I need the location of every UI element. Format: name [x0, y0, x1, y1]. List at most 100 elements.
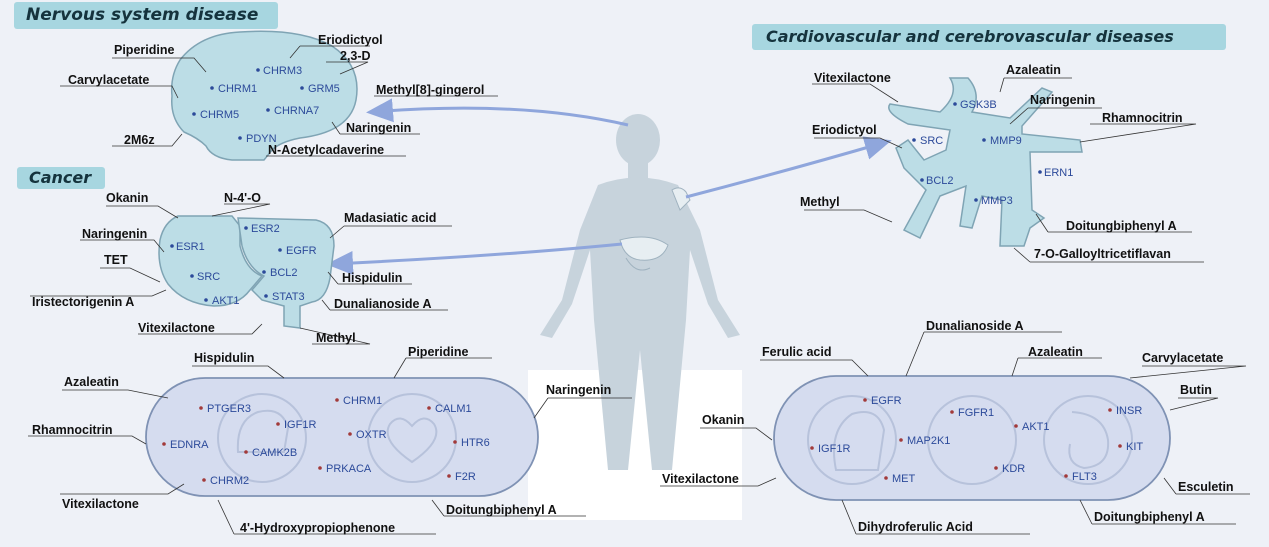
compound-label: Vitexilactone	[62, 497, 139, 511]
compound-label: Eriodictyol	[318, 33, 383, 47]
compound-label: Piperidine	[114, 43, 174, 57]
compound-label: Naringenin	[1030, 93, 1095, 107]
gene-label: PDYN	[246, 133, 277, 145]
gene-label: SRC	[197, 271, 220, 283]
compound-label: Naringenin	[82, 227, 147, 241]
compound-label: 2M6z	[124, 133, 155, 147]
brain-compound-labels: Piperidine Eriodictyol 2,3-D Carvylaceta…	[68, 33, 484, 157]
gene-label: EDNRA	[170, 439, 209, 451]
gene-label: IGF1R	[284, 419, 316, 431]
gene-label: GRM5	[308, 83, 340, 95]
right-capsule-genes: EGFR FGFR1 INSR AKT1 IGF1R MAP2K1 KIT KD…	[810, 395, 1143, 485]
compound-label: 4'-Hydroxypropiophenone	[240, 521, 395, 535]
compound-label: Naringenin	[346, 121, 411, 135]
compound-label: Methyl[8]-gingerol	[376, 83, 484, 97]
compound-label: Okanin	[702, 413, 744, 427]
cancer-compound-labels: Okanin N-4'-O Madasiatic acid Naringenin…	[32, 191, 436, 345]
cancer-compounds	[30, 203, 452, 345]
compound-label: Esculetin	[1178, 480, 1234, 494]
gene-label: ESR1	[176, 241, 205, 253]
compound-label: Ferulic acid	[762, 345, 831, 359]
gene-label: CHRM5	[200, 109, 239, 121]
heart-compounds	[804, 77, 1204, 263]
right-capsule-compounds	[660, 331, 1250, 535]
gene-label: KDR	[1002, 463, 1025, 475]
brain-panel	[170, 30, 358, 161]
heart-genes: GSK3B SRC MMP9 ERN1 BCL2 MMP3	[912, 99, 1073, 207]
gene-label: ESR2	[251, 223, 280, 235]
compound-label: Rhamnocitrin	[1102, 111, 1183, 125]
gene-label: CAMK2B	[252, 447, 297, 459]
compound-label: 7-O-Galloyltricetiflavan	[1034, 247, 1171, 261]
gene-label: CHRM1	[343, 395, 382, 407]
compound-label: Doitungbiphenyl A	[1066, 219, 1177, 233]
compound-label: Iristectorigenin A	[32, 295, 134, 309]
gene-label: GSK3B	[960, 99, 997, 111]
title-cancer: Cancer	[17, 167, 105, 189]
compound-label: Piperidine	[408, 345, 468, 359]
gene-label: MMP3	[981, 195, 1013, 207]
gene-label: CALM1	[435, 403, 472, 415]
gene-label: PRKACA	[326, 463, 372, 475]
gene-label: FLT3	[1072, 471, 1097, 483]
compound-label: Rhamnocitrin	[32, 423, 113, 437]
compound-label: Butin	[1180, 383, 1212, 397]
left-capsule-panel	[145, 377, 539, 497]
brain-compounds	[60, 45, 498, 157]
arrow-to-brain	[366, 98, 629, 127]
left-capsule-genes: PTGER3 CHRM1 CALM1 IGF1R OXTR EDNRA HTR6…	[162, 395, 490, 487]
gene-label: MMP9	[990, 135, 1022, 147]
gene-label: KIT	[1126, 441, 1143, 453]
gene-label: CHRM1	[218, 83, 257, 95]
gene-label: SRC	[920, 135, 943, 147]
cancer-panel	[158, 215, 335, 329]
compound-label: Okanin	[106, 191, 148, 205]
gene-label: AKT1	[212, 295, 240, 307]
heart-compound-labels: Vitexilactone Azaleatin Naringenin Rhamn…	[800, 63, 1183, 261]
gene-label: MAP2K1	[907, 435, 950, 447]
compound-label: Vitexilactone	[662, 472, 739, 486]
gene-label: FGFR1	[958, 407, 994, 419]
gene-label: BCL2	[926, 175, 954, 187]
compound-label: N-Acetylcadaverine	[268, 143, 384, 157]
right-capsule-panel	[773, 375, 1171, 501]
compound-label: Vitexilactone	[138, 321, 215, 335]
gene-label: EGFR	[871, 395, 902, 407]
compound-label: Methyl	[316, 331, 356, 345]
compound-label: Hispidulin	[194, 351, 254, 365]
compound-label: Carvylacetate	[1142, 351, 1223, 365]
gene-label: EGFR	[286, 245, 317, 257]
gene-label: HTR6	[461, 437, 490, 449]
compound-label: Eriodictyol	[812, 123, 877, 137]
compound-label: Azaleatin	[1028, 345, 1083, 359]
left-capsule-compound-labels: Hispidulin Piperidine Azaleatin Naringen…	[32, 345, 611, 535]
compound-label: Vitexilactone	[814, 71, 891, 85]
gene-label: CHRM2	[210, 475, 249, 487]
gene-label: PTGER3	[207, 403, 251, 415]
compound-label: 2,3-D	[340, 49, 371, 63]
compound-label: Dunalianoside A	[334, 297, 431, 311]
compound-label: Azaleatin	[1006, 63, 1061, 77]
cancer-genes: ESR2 ESR1 EGFR SRC BCL2 AKT1 STAT3	[170, 223, 317, 307]
compound-label: Azaleatin	[64, 375, 119, 389]
left-capsule-compounds	[28, 357, 632, 535]
title-cardio: Cardiovascular and cerebrovascular disea…	[752, 24, 1226, 50]
compound-label: Doitungbiphenyl A	[1094, 510, 1205, 524]
compound-label: TET	[104, 253, 128, 267]
heart-vessel-panel	[888, 77, 1083, 247]
compound-label: Madasiatic acid	[344, 211, 436, 225]
compound-label: Hispidulin	[342, 271, 402, 285]
gene-label: F2R	[455, 471, 476, 483]
gene-label: INSR	[1116, 405, 1142, 417]
gene-label: IGF1R	[818, 443, 850, 455]
compound-label: Doitungbiphenyl A	[446, 503, 557, 517]
compound-label: N-4'-O	[224, 191, 261, 205]
brain-genes: CHRM3 CHRM1 GRM5 CHRM5 CHRNA7 PDYN	[192, 65, 340, 145]
title-nervous-system: Nervous system disease	[14, 2, 278, 29]
compound-label: Carvylacetate	[68, 73, 149, 87]
arrow-to-cancer	[326, 242, 623, 275]
arrow-to-heart	[685, 136, 892, 199]
gene-label: MET	[892, 473, 916, 485]
